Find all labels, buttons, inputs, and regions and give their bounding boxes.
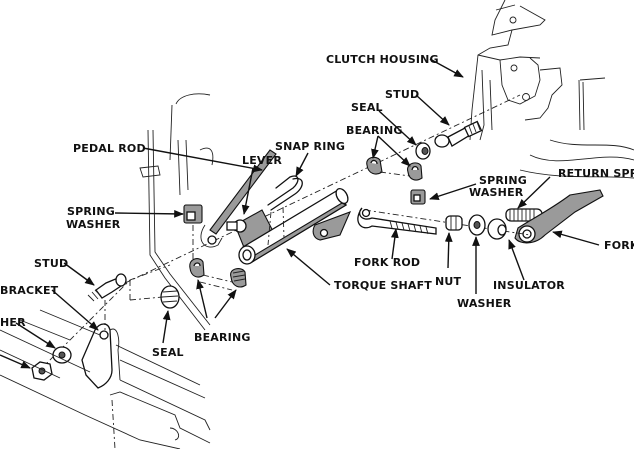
pedal-bracket [139, 93, 214, 331]
bearing-top-right [407, 162, 423, 181]
centerline-main [99, 94, 521, 296]
label-torque-shaft: TORQUE SHAFT [334, 279, 432, 292]
label-pedal-rod: PEDAL ROD [73, 142, 146, 155]
label-stud-left: STUD [34, 257, 68, 270]
seal-bottom [160, 285, 180, 309]
fork-frame [519, 139, 634, 179]
leader-lines [0, 58, 600, 369]
washer-left [52, 346, 72, 364]
bearing-bottom-right [230, 268, 247, 288]
label-snap-ring: SNAP RING [275, 140, 345, 153]
spring-washer-left [183, 204, 203, 224]
torque-shaft [238, 187, 352, 265]
label-spring-washer-right-1: SPRING [479, 174, 527, 187]
label-washer-right: WASHER [457, 297, 512, 310]
label-bracket: BRACKET [0, 284, 59, 297]
floor-rails [0, 309, 211, 449]
label-nut-right: NUT [435, 275, 462, 288]
insulator [487, 218, 507, 240]
label-lever: LEVER [242, 154, 282, 167]
bearing-top-left [366, 156, 383, 175]
bracket [81, 323, 121, 389]
label-spring-washer-left-2: WASHER [66, 218, 121, 231]
label-clutch-housing: CLUTCH HOUSING [326, 53, 439, 66]
label-seal-top: SEAL [351, 101, 383, 114]
nut-left [31, 361, 53, 381]
stud-left [87, 273, 127, 302]
label-washer-left: HER [0, 316, 26, 329]
label-fork: FORK [604, 239, 634, 252]
label-stud-top: STUD [385, 88, 419, 101]
label-seal-bottom: SEAL [152, 346, 184, 359]
clutch-housing [469, 0, 606, 141]
nut-right [445, 215, 463, 231]
label-spring-washer-right-2: WASHER [469, 186, 524, 199]
washer-right [468, 214, 486, 236]
label-bearing-top: BEARING [346, 124, 403, 137]
bearing-bottom-left [189, 258, 205, 278]
label-return-spring: RETURN SPRIN [558, 167, 634, 180]
fork-rod [357, 207, 437, 235]
stud-top [434, 120, 483, 148]
label-fork-rod: FORK ROD [354, 256, 420, 269]
spring-washer-right [410, 189, 426, 205]
label-bearing-bottom: BEARING [194, 331, 251, 344]
label-insulator: INSULATOR [493, 279, 565, 292]
label-spring-washer-left-1: SPRING [67, 205, 115, 218]
fork [514, 189, 604, 244]
snap-ring [267, 175, 303, 211]
seal-top [415, 142, 431, 160]
